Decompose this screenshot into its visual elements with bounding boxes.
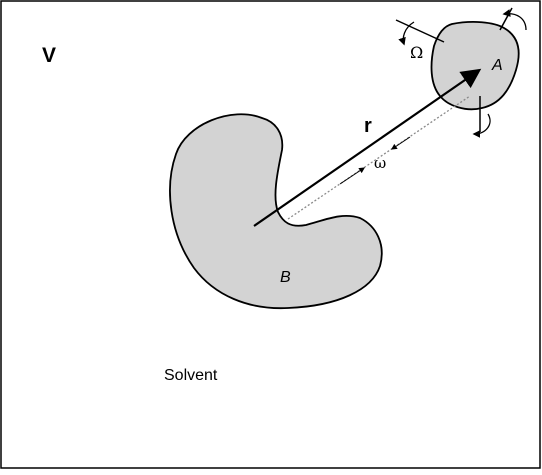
medium-label: Solvent <box>164 367 218 384</box>
relative-rotation-label: ω <box>374 154 386 172</box>
separation-label: r <box>364 115 372 137</box>
relative-rotation-arrow-out <box>391 136 411 150</box>
rotation-arrow-a-bottom <box>472 113 491 138</box>
relative-rotation-axis <box>287 95 471 220</box>
volume-label: V <box>42 44 56 67</box>
rotation-axis-a-left <box>395 19 445 43</box>
molecule-a-label: A <box>491 57 503 74</box>
rotation-arrow-a-top <box>502 9 527 31</box>
rotation-arrow-a-left <box>398 21 415 46</box>
rotation-a-label: Ω <box>410 43 423 62</box>
relative-rotation-arrow-in <box>339 167 365 185</box>
molecule-b-label: B <box>280 269 291 286</box>
separation-vector <box>253 68 482 227</box>
